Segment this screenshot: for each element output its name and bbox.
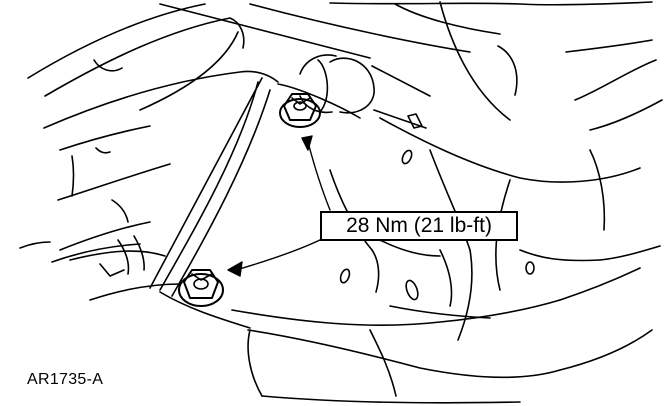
crossmember — [44, 71, 660, 402]
torque-callout: 28 Nm (21 lb-ft) — [320, 211, 518, 241]
bolt-icon — [179, 270, 223, 306]
bolt-icon — [280, 94, 320, 127]
left-rail — [20, 126, 170, 262]
lower-structure — [70, 236, 490, 396]
upper-frame — [160, 2, 662, 130]
arrow-icon — [302, 136, 330, 210]
mounting-holes — [339, 149, 534, 301]
upper-housing — [28, 4, 244, 110]
figure-id: AR1735-A — [27, 371, 104, 388]
arrow-icon — [228, 238, 324, 276]
